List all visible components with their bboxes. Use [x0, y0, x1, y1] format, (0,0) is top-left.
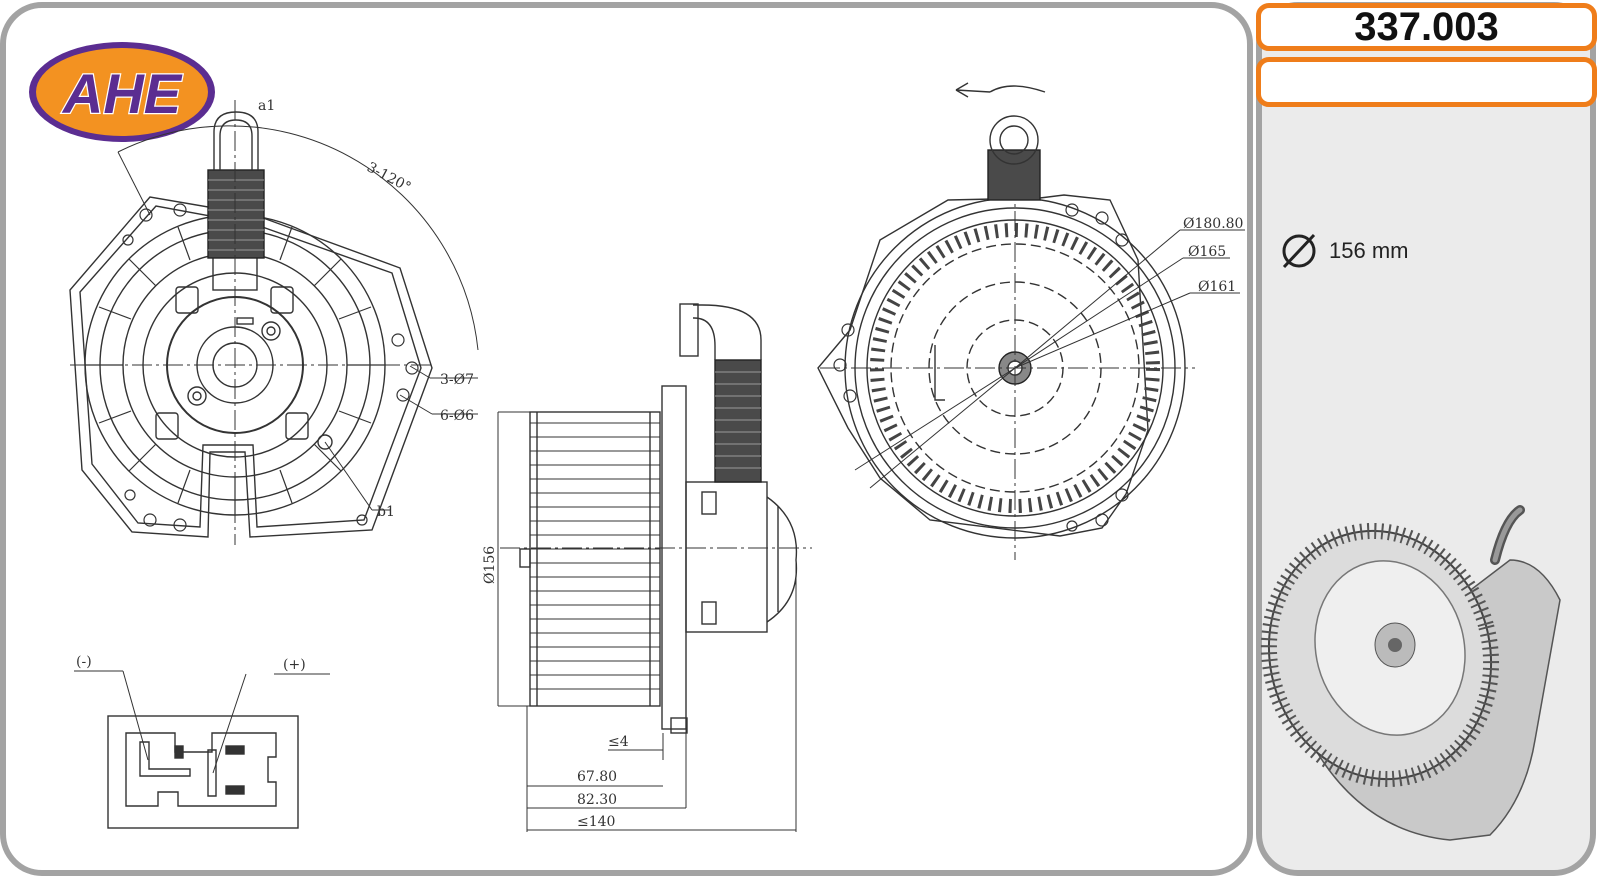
- diameter-icon: [1282, 233, 1316, 269]
- front-view: [69, 100, 479, 545]
- label-hole-6: 6-Ø6: [440, 408, 474, 424]
- product-image: [1260, 505, 1561, 841]
- label-angle: 3-120°: [364, 159, 413, 195]
- diameter-value: 156 mm: [1329, 238, 1409, 263]
- ahe-logo: AHE: [29, 42, 215, 142]
- part-number: 337.003: [1354, 5, 1499, 49]
- label-a1: a1: [258, 98, 275, 114]
- drawing-panel: [0, 2, 1253, 876]
- label-negative: (-): [76, 654, 92, 670]
- label-gap: ≤4: [608, 734, 629, 750]
- label-dia-side: Ø156: [482, 546, 498, 584]
- label-hole-7: 3-Ø7: [440, 372, 474, 388]
- label-len-1: 67.80: [577, 769, 617, 785]
- label-len-3: ≤140: [577, 814, 615, 830]
- label-d-mid: Ø165: [1188, 244, 1226, 260]
- label-d-inner: Ø161: [1198, 279, 1236, 295]
- part-number-box: 337.003: [1256, 3, 1597, 51]
- side-view: [497, 303, 812, 832]
- rear-view: [817, 82, 1245, 560]
- logo-text: AHE: [61, 62, 183, 125]
- empty-info-box: [1256, 57, 1597, 107]
- diameter-spec: 156 mm: [1279, 231, 1408, 271]
- label-positive: (+): [283, 657, 306, 673]
- label-b1: b1: [377, 504, 395, 520]
- label-d-outer: Ø180.80: [1183, 216, 1243, 232]
- connector-diagram: [74, 670, 330, 829]
- label-len-2: 82.30: [577, 792, 617, 808]
